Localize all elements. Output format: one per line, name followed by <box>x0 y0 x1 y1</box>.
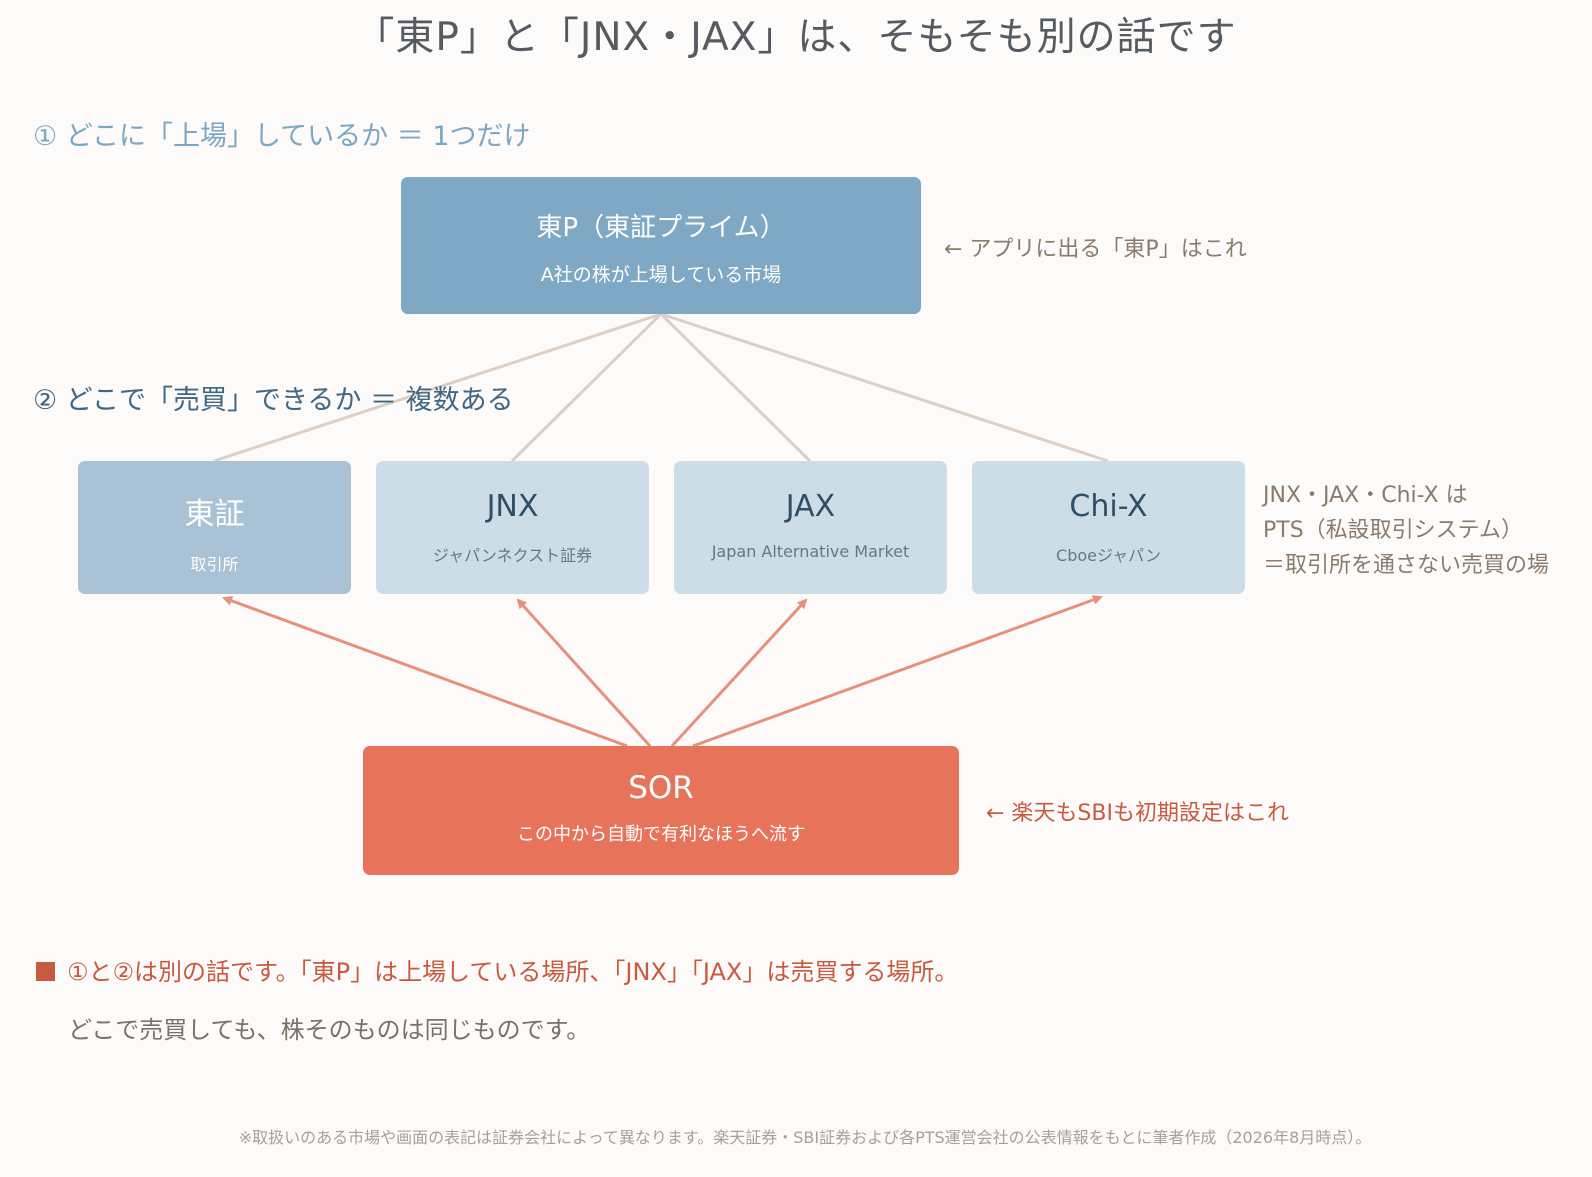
listing-market-note: ← アプリに出る「東P」はこれ <box>944 237 1247 262</box>
footnote: ※取扱いのある市場や画面の表記は証券会社によって異なります。楽天証券・SBI証券… <box>238 1128 1372 1147</box>
venue-box-tse: 東証 取引所 <box>78 461 351 594</box>
connector-line <box>659 312 812 463</box>
routing-arrow <box>222 596 628 748</box>
sor-note: ← 楽天もSBIも初期設定はこれ <box>986 801 1289 826</box>
summary-line-1: ①と②は別の話です。「東P」は上場している場所、「JNX」「JAX」は売買する場… <box>36 952 958 987</box>
listing-market-box: 東P（東証プライム） A社の株が上場している市場 <box>401 177 921 314</box>
venue-title: Chi-X <box>1069 489 1148 524</box>
venue-subtitle: 取引所 <box>190 555 239 574</box>
sor-subtitle: この中から自動で有利なほうへ流す <box>517 824 805 845</box>
connector-line <box>660 312 1109 463</box>
venue-subtitle: Japan Alternative Market <box>711 542 910 561</box>
pts-note-line: JNX・JAX・Chi-X は <box>1263 483 1468 508</box>
routing-arrow <box>670 598 808 748</box>
venue-subtitle: Cboeジャパン <box>1056 546 1161 565</box>
sor-title: SOR <box>628 770 694 806</box>
sor-box: SOR この中から自動で有利なほうへ流す <box>363 746 959 875</box>
routing-arrow <box>516 598 652 748</box>
pts-note-line: ＝取引所を通さない売買の場 <box>1263 553 1550 578</box>
summary-line-2: どこで売買しても、株そのものは同じものです。 <box>68 1016 591 1044</box>
connector-line <box>510 312 663 463</box>
section-heading-listing: ① どこに「上場」しているか ＝ 1つだけ <box>33 121 531 152</box>
page-title: 「東P」と「JNX・JAX」は、そもそも別の話です <box>355 15 1237 60</box>
venue-title: JAX <box>785 489 836 524</box>
summary-text: ①と②は別の話です。「東P」は上場している場所、「JNX」「JAX」は売買する場… <box>67 958 959 986</box>
venue-subtitle: ジャパンネクスト証券 <box>432 546 593 565</box>
routing-arrow <box>692 595 1103 748</box>
venue-box-chix: Chi-X Cboeジャパン <box>972 461 1245 594</box>
venue-title: JNX <box>486 489 539 524</box>
section-heading-trading: ② どこで「売買」できるか ＝ 複数ある <box>33 385 514 416</box>
venue-box-jax: JAX Japan Alternative Market <box>674 461 947 594</box>
pts-note-line: PTS（私設取引システム） <box>1263 518 1524 543</box>
venue-title: 東証 <box>184 497 245 532</box>
listing-market-title: 東P（東証プライム） <box>536 213 786 243</box>
square-bullet-icon <box>36 962 55 981</box>
pts-note: JNX・JAX・Chi-X は PTS（私設取引システム） ＝取引所を通さない売… <box>1263 478 1549 583</box>
venue-box-jnx: JNX ジャパンネクスト証券 <box>376 461 649 594</box>
connector-line <box>213 312 662 463</box>
listing-market-subtitle: A社の株が上場している市場 <box>540 264 782 286</box>
